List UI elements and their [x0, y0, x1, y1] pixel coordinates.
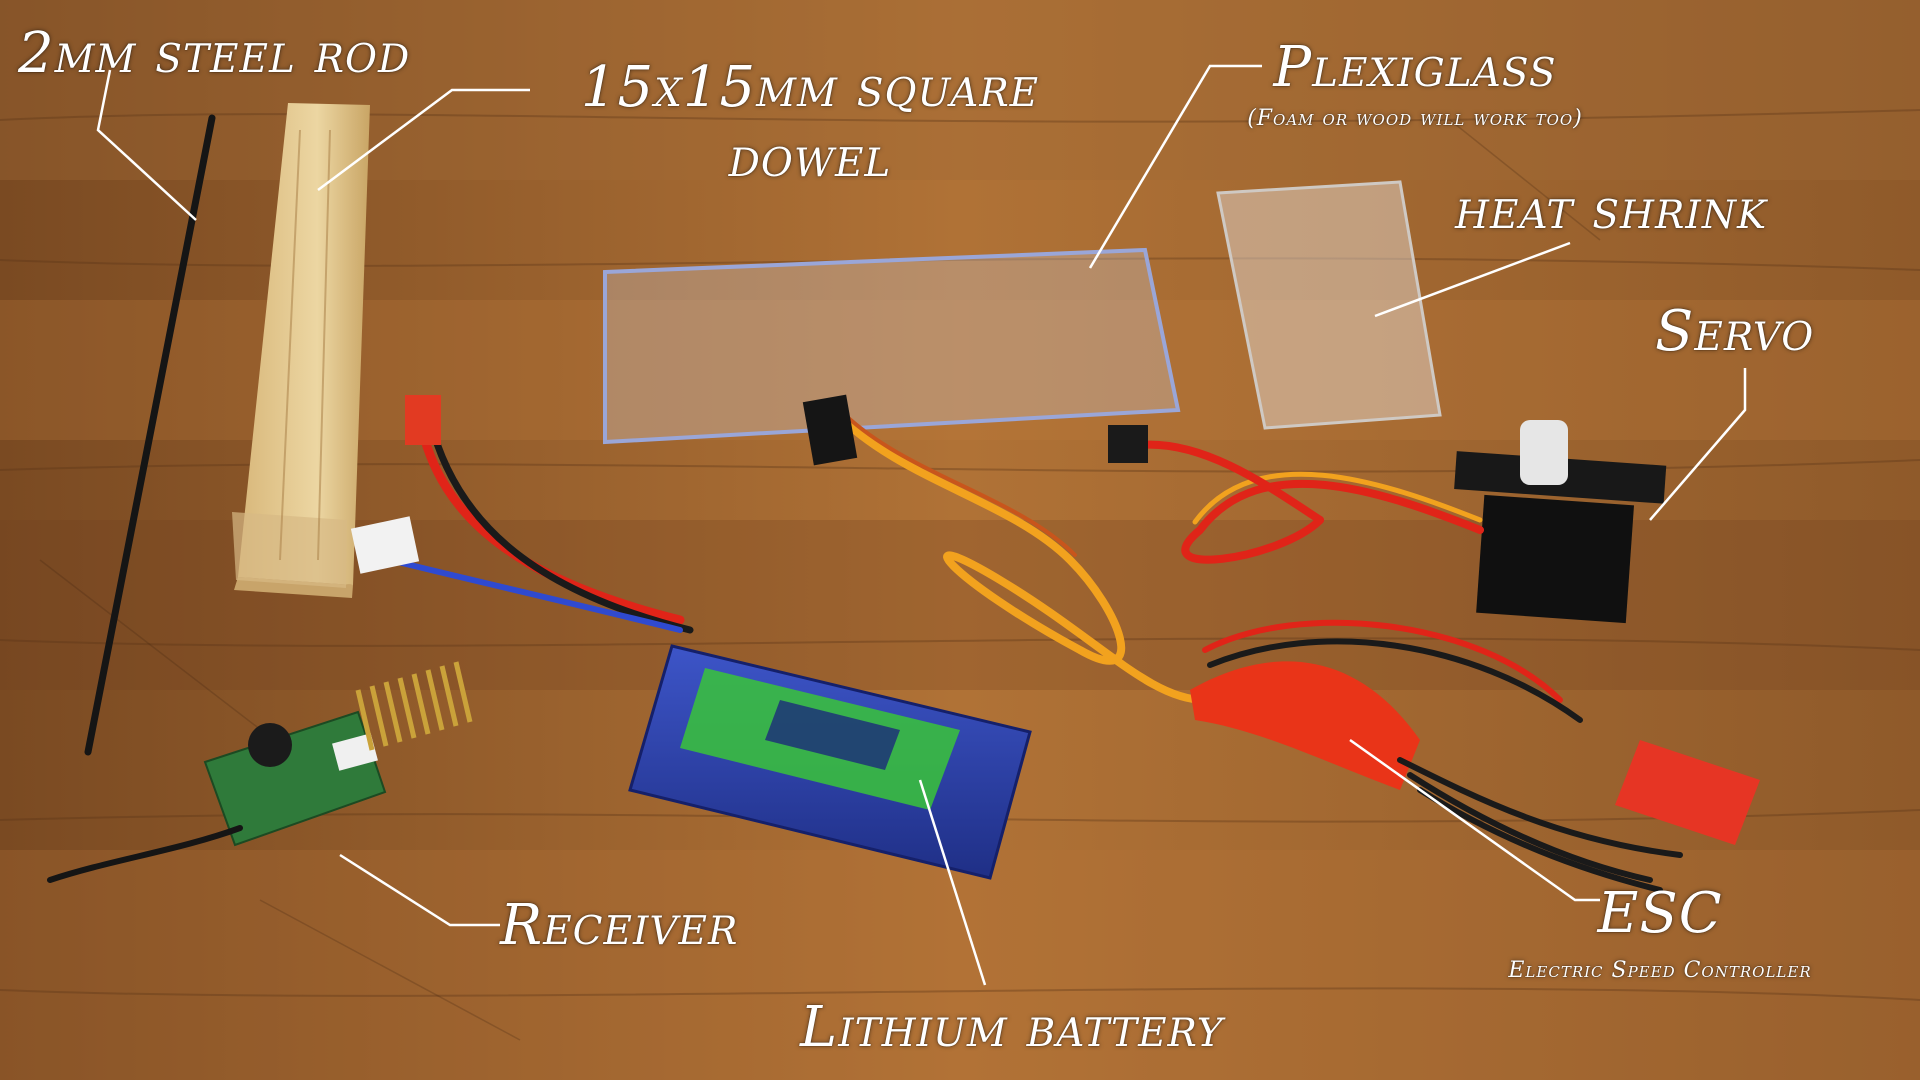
heat-shrink-label: heat shrink — [1455, 177, 1768, 242]
esc-label: ESC — [1597, 881, 1723, 946]
servo-label: Servo — [1655, 299, 1815, 364]
plexiglass-label: Plexiglass — [1273, 35, 1557, 100]
leader-lines — [96, 64, 1747, 986]
receiver — [47, 661, 473, 883]
battery-label: Lithium battery — [800, 995, 1224, 1060]
battery-leads — [350, 395, 694, 634]
steel-rod-label: 2mm steel rod — [18, 21, 411, 86]
plexiglass-note: (Foam or wood will work too) — [1247, 106, 1583, 131]
steel-rod — [84, 114, 216, 756]
receiver-label: Receiver — [500, 893, 739, 958]
esc — [1190, 619, 1760, 893]
esc-note: Electric Speed Controller — [1508, 958, 1812, 983]
square-dowel — [232, 103, 370, 598]
dowel-label-line1: 15x15mm square — [580, 55, 1040, 120]
heat-shrink — [1216, 180, 1442, 430]
servo-wire — [1108, 425, 1484, 564]
servo — [1454, 420, 1667, 624]
lithium-battery — [628, 644, 1032, 880]
esc-signal-wire — [802, 394, 1209, 704]
plexiglass-sheet — [603, 247, 1181, 445]
dowel-label-line2: dowel — [728, 125, 892, 190]
